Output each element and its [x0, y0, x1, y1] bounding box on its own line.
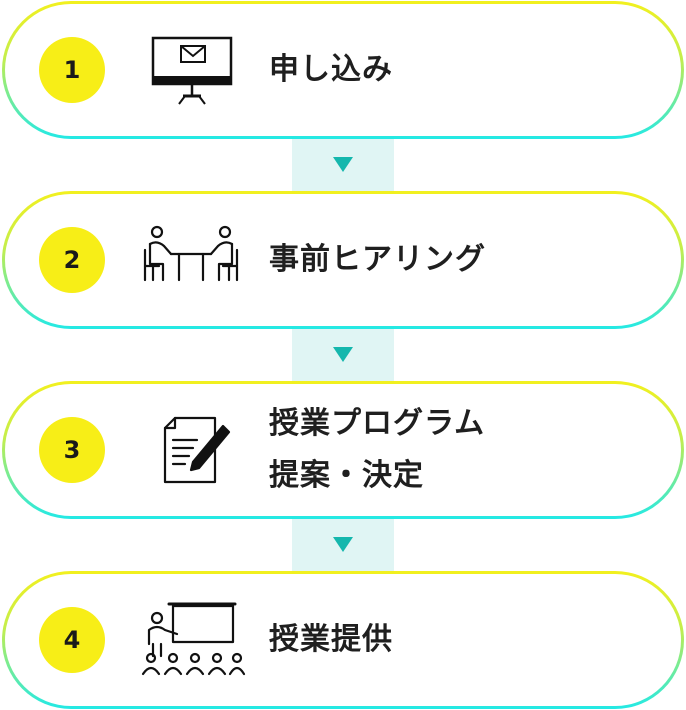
step-label-line: 提案・決定	[269, 458, 424, 493]
arrow-down-icon	[333, 537, 353, 552]
step-connector	[292, 519, 394, 571]
document-pen-icon	[133, 410, 249, 490]
step-2-card: 2 事	[2, 191, 684, 329]
computer-mail-icon	[133, 30, 249, 110]
step-connector	[292, 329, 394, 381]
step-label-line: 授業プログラム	[269, 406, 486, 441]
step-label: 授業提供	[269, 614, 393, 666]
step-number: 1	[39, 37, 105, 103]
step-label-line: 事前ヒアリング	[269, 242, 486, 277]
step-label: 事前ヒアリング	[269, 234, 486, 286]
step-3-card: 3 授業プログラム 提案・決定	[2, 381, 684, 519]
step-connector	[292, 139, 394, 191]
step-1-card: 1 申し込み	[2, 1, 684, 139]
step-number: 4	[39, 607, 105, 673]
meeting-icon	[133, 220, 249, 300]
step-label: 授業プログラム 提案・決定	[269, 398, 485, 502]
step-label-line: 申し込み	[269, 52, 393, 87]
arrow-down-icon	[333, 157, 353, 172]
step-number: 2	[39, 227, 105, 293]
arrow-down-icon	[333, 347, 353, 362]
step-label-line: 授業提供	[269, 622, 393, 657]
step-4-card: 4 授	[2, 571, 684, 709]
step-label: 申し込み	[269, 44, 393, 96]
step-number: 3	[39, 417, 105, 483]
lecture-icon	[133, 600, 249, 680]
